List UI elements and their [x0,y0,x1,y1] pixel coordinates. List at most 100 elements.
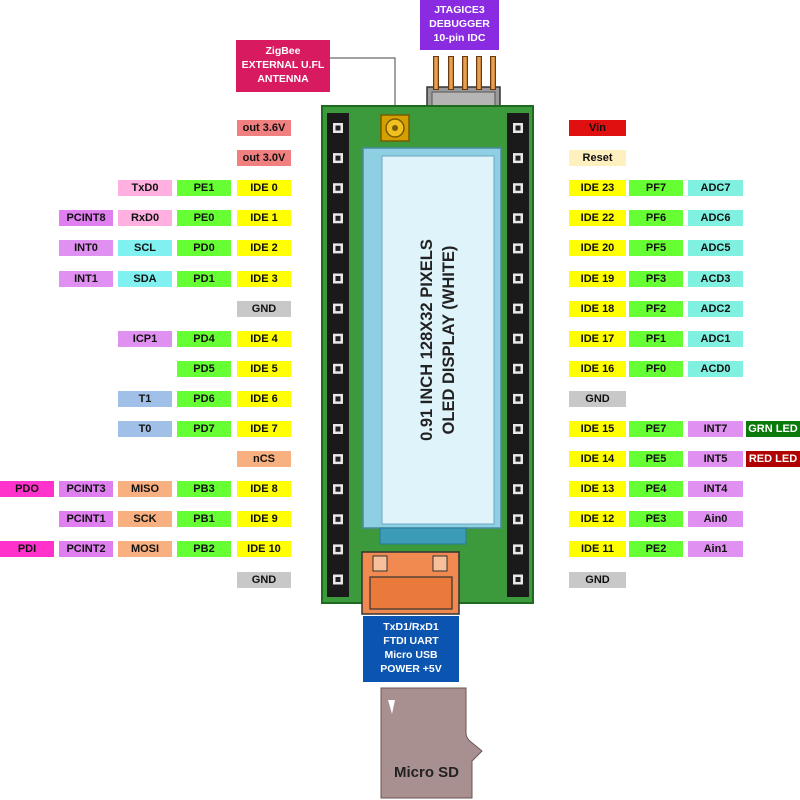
pin-label-pd4: PD4 [177,330,231,347]
pin-label-icp1: ICP1 [118,330,172,347]
pin-label-pcint8: PCINT8 [59,210,113,227]
left-header-pin-hole [335,336,341,342]
right-header-pin-hole [515,486,521,492]
pin-label-pf6: PF6 [629,210,683,227]
right-header-pin-hole [515,426,521,432]
left-header-pin-hole [335,155,341,161]
micro-sd-label: Micro SD [393,764,459,781]
usb-line-4: POWER +5V [380,663,442,675]
left-header-pin-hole [335,486,341,492]
pin-label-ide-18: IDE 18 [569,300,626,317]
zigbee-line-3: ANTENNA [257,73,309,85]
micro-usb-connector [361,551,460,615]
pin-label-pf0: PF0 [629,360,683,377]
pin-label-pdo: PDO [0,481,54,498]
pin-label-pd5: PD5 [177,360,231,377]
pin-label-gnd: GND [237,571,291,588]
sd-card-body [380,687,483,799]
right-pin-header [507,113,529,597]
pin-label-ide-8: IDE 8 [237,481,291,498]
pin-label-ide-20: IDE 20 [569,240,626,257]
pin-label-adc2: ADC2 [688,300,743,317]
pin-label-pcint2: PCINT2 [59,541,113,558]
ufl-connector [380,114,410,142]
jtag-pin [476,56,482,90]
pin-label-gnd: GND [569,390,626,407]
pin-label-ide-17: IDE 17 [569,330,626,347]
pin-label-acd0: ACD0 [688,360,743,377]
pin-label-pb1: PB1 [177,511,231,528]
oled-text-line-2: OLED DISPLAY (WHITE) [440,245,458,435]
pin-label-pf1: PF1 [629,330,683,347]
usb-line-2: FTDI UART [383,635,439,647]
pin-label-ain1: Ain1 [688,541,743,558]
pin-label-pe2: PE2 [629,541,683,558]
sd-card-notch-mark [388,700,395,714]
left-pin-header [327,113,349,597]
pin-label-rxd0: RxD0 [118,210,172,227]
right-header-pin-hole [515,366,521,372]
pin-label-adc1: ADC1 [688,330,743,347]
pin-label-int7: INT7 [688,421,743,437]
usb-port [369,576,453,610]
pin-label-pcint3: PCINT3 [59,481,113,498]
oled-module [362,147,502,545]
usb-line-3: Micro USB [384,649,438,661]
usb-callout: TxD1/RxD1 FTDI UART Micro USB POWER +5V [363,616,459,682]
left-header-pin-hole [335,516,341,522]
left-header-pin-hole [335,276,341,281]
pin-label-pe7: PE7 [629,421,683,437]
pin-label-ide-11: IDE 11 [569,541,626,558]
pin-label-pcint1: PCINT1 [59,511,113,528]
right-header-pin-hole [515,336,521,342]
pin-label-pd1: PD1 [177,270,231,287]
pin-label-pe0: PE0 [177,210,231,227]
pin-label-pf2: PF2 [629,300,683,317]
pin-label-reset: Reset [569,150,626,167]
right-header-pin-hole [515,155,521,161]
jtag-line-3: 10-pin IDC [433,32,486,44]
pin-label-gnd: GND [569,571,626,588]
pin-label-pe5: PE5 [629,451,683,468]
pin-label-pd6: PD6 [177,390,231,407]
right-header-pin-hole [515,306,521,312]
pin-label-gnd: GND [237,300,291,317]
pin-label-miso: MISO [118,481,172,498]
pin-label-txd0: TxD0 [118,180,172,197]
pin-label-int5: INT5 [688,451,743,468]
right-header-pin-hole [515,245,521,251]
left-header-pin-hole [335,185,341,191]
pin-label-int4: INT4 [688,481,743,498]
pin-label-ide-9: IDE 9 [237,511,291,528]
pin-label-sck: SCK [118,511,172,528]
pin-label-adc6: ADC6 [688,210,743,227]
pin-label-pf3: PF3 [629,270,683,287]
pin-label-pd7: PD7 [177,421,231,437]
pin-label-ide-22: IDE 22 [569,210,626,227]
pin-label-ide-23: IDE 23 [569,180,626,197]
oled-flex-cable [379,527,467,545]
left-header-pin-hole [335,426,341,432]
pin-label-ide-5: IDE 5 [237,360,291,377]
right-header-pin-hole [515,396,521,402]
pin-label-out-3-6v: out 3.6V [237,120,291,136]
pin-label-pe3: PE3 [629,511,683,528]
pin-label-acd3: ACD3 [688,270,743,287]
jtag-line-1: JTAGICE3 [434,4,485,16]
pin-label-ncs: nCS [237,451,291,468]
pin-label-pb2: PB2 [177,541,231,558]
left-header-pin-hole [335,306,341,312]
pin-label-ide-3: IDE 3 [237,270,291,287]
jtag-pin [433,56,439,90]
pin-label-pf7: PF7 [629,180,683,197]
pin-label-ide-16: IDE 16 [569,360,626,377]
header-pins [333,123,523,585]
right-header-pin-hole [515,546,521,552]
right-header-pin-hole [515,516,521,522]
pin-label-pb3: PB3 [177,481,231,498]
usb-line-1: TxD1/RxD1 [383,621,439,633]
left-header-pin-hole [335,396,341,402]
right-header-pin-hole [515,185,521,191]
pin-label-pf5: PF5 [629,240,683,257]
left-header-pin-hole [335,245,341,251]
